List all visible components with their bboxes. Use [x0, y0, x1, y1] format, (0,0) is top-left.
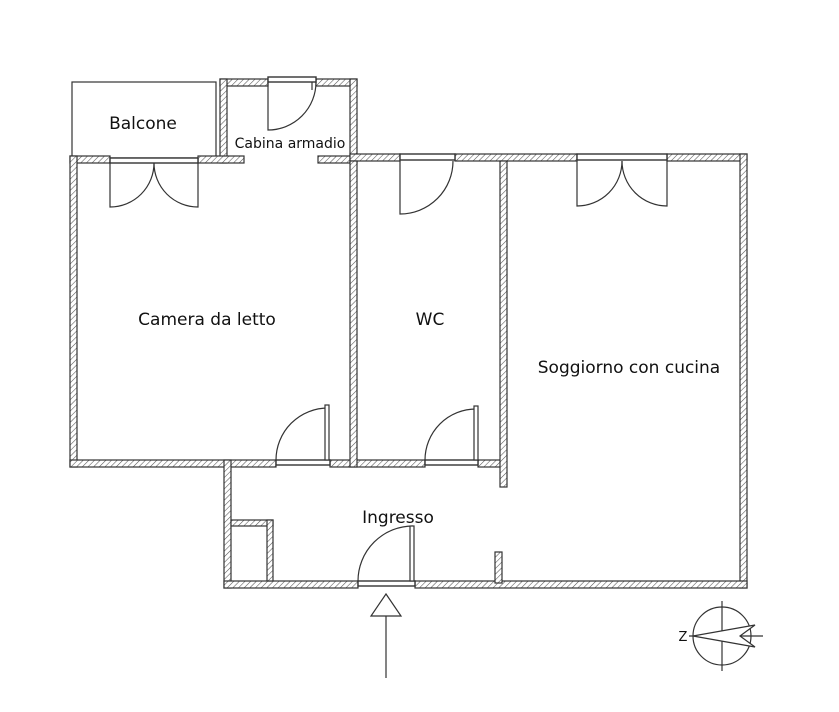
bedroom-door: [275, 404, 330, 461]
room-label-ingresso: Ingresso: [362, 508, 434, 528]
room-label-camera: Camera da letto: [138, 310, 276, 330]
entrance-door: [357, 525, 415, 582]
compass-icon: [689, 601, 763, 671]
living-window-leaves: [576, 160, 668, 207]
closet-window-leaf: [267, 81, 317, 131]
compass-north-label: Z: [679, 630, 688, 645]
inner-walls: [230, 160, 508, 584]
windows: [109, 76, 668, 164]
outer-walls: [69, 153, 748, 589]
room-label-wc: WC: [416, 310, 445, 330]
wc-door: [424, 405, 479, 461]
bedroom-window-leaves: [109, 162, 199, 208]
door-sills: [275, 459, 479, 587]
room-label-soggiorno: Soggiorno con cucina: [538, 358, 720, 378]
wc-window-leaf: [399, 160, 454, 215]
room-label-balcone: Balcone: [109, 114, 177, 134]
entrance-arrow: [369, 592, 403, 678]
room-label-cabina: Cabina armadio: [235, 136, 346, 152]
